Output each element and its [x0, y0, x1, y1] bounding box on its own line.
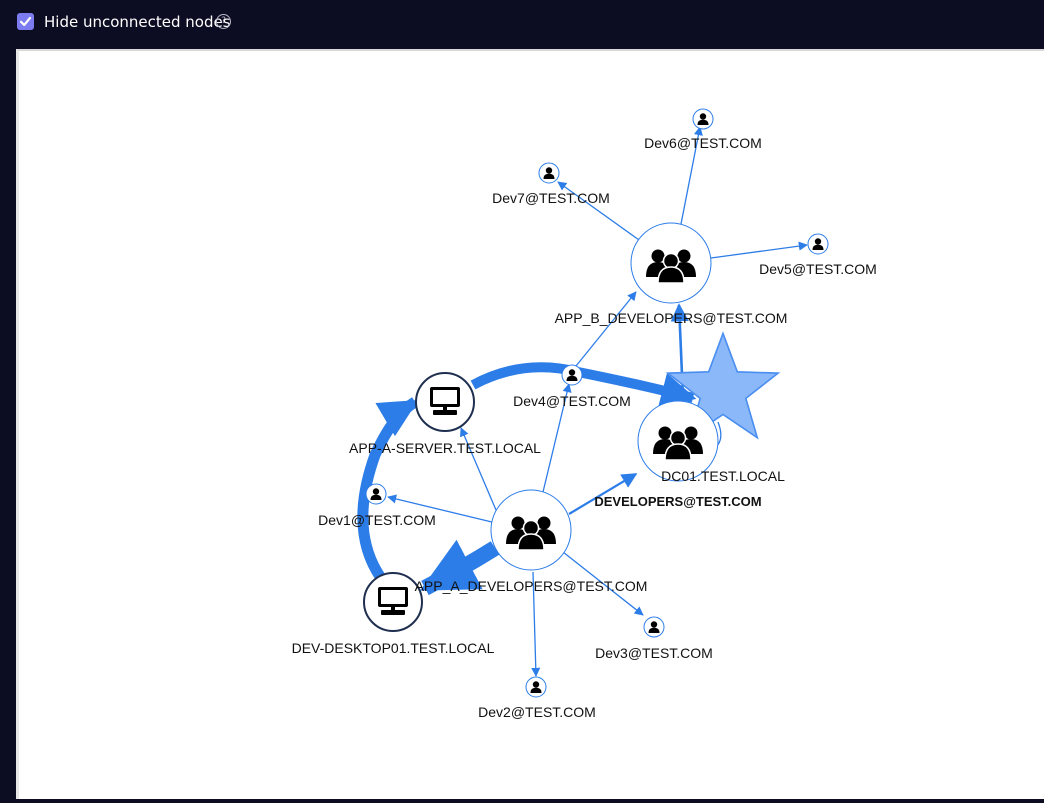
user-nodes [365, 108, 829, 698]
hide-unconnected-label[interactable]: Hide unconnected nodes [44, 13, 231, 31]
node-dev-desktop01[interactable] [363, 572, 423, 632]
label-app-a-server: APP-A-SERVER.TEST.LOCAL [349, 440, 541, 456]
graph-svg[interactable]: Dev6@TEST.COM Dev7@TEST.COM Dev5@TEST.CO… [19, 51, 1044, 799]
label-dc01: DC01.TEST.LOCAL [661, 468, 785, 484]
node-dev1[interactable] [365, 483, 387, 505]
node-app-b-developers[interactable] [630, 222, 712, 304]
label-dev4: Dev4@TEST.COM [513, 393, 631, 409]
edge-app-a-dev-to-desktop [420, 539, 500, 596]
node-app-a-server[interactable] [415, 372, 475, 432]
node-developers[interactable] [637, 400, 719, 482]
node-dev6[interactable] [692, 108, 714, 130]
node-labels: Dev6@TEST.COM Dev7@TEST.COM Dev5@TEST.CO… [292, 135, 877, 720]
label-developers: DEVELOPERS@TEST.COM [594, 494, 761, 509]
graph-canvas[interactable]: Dev6@TEST.COM Dev7@TEST.COM Dev5@TEST.CO… [16, 49, 1044, 799]
node-dev7[interactable] [538, 162, 560, 184]
label-app-b-developers: APP_B_DEVELOPERS@TEST.COM [555, 310, 788, 326]
node-app-a-developers[interactable] [490, 489, 572, 571]
edge-desktop-to-app-a-server [357, 397, 419, 582]
label-dev5: Dev5@TEST.COM [759, 261, 877, 277]
highlight-star-icon [665, 331, 781, 440]
node-dev3[interactable] [643, 616, 665, 638]
label-dev6: Dev6@TEST.COM [644, 135, 762, 151]
hide-unconnected-checkbox[interactable] [17, 13, 34, 30]
computer-icon [378, 587, 408, 615]
node-dev2[interactable] [525, 676, 547, 698]
computer-icon [430, 387, 460, 415]
node-dev4[interactable] [561, 364, 583, 386]
question-circle-icon[interactable]: ? [216, 14, 231, 29]
node-dev5[interactable] [807, 233, 829, 255]
label-dev7: Dev7@TEST.COM [492, 190, 610, 206]
label-dev1: Dev1@TEST.COM [318, 512, 436, 528]
label-dev3: Dev3@TEST.COM [595, 645, 713, 661]
thin-edges [387, 126, 808, 677]
label-dev-desktop01: DEV-DESKTOP01.TEST.LOCAL [292, 640, 495, 656]
label-app-a-developers: APP_A_DEVELOPERS@TEST.COM [415, 578, 648, 594]
checkmark-icon [19, 16, 32, 27]
graph-toolbar: Hide unconnected nodes ? [0, 0, 1044, 48]
label-dev2: Dev2@TEST.COM [478, 704, 596, 720]
